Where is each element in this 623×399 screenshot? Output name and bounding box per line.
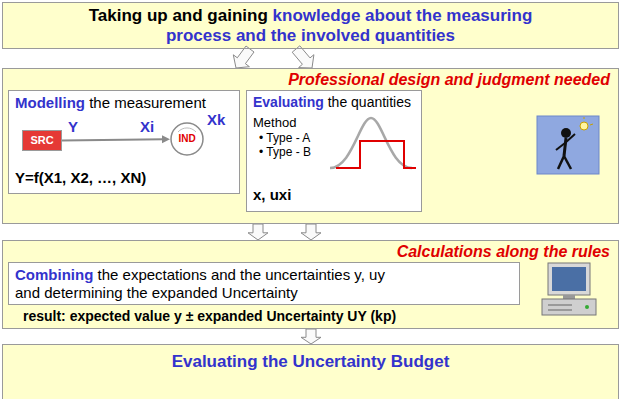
node-heading: Modelling bbox=[15, 94, 85, 111]
node-heading: SRC bbox=[23, 134, 61, 147]
variable-label: Xi bbox=[140, 118, 154, 135]
node-fill bbox=[8, 262, 520, 305]
process-band: Calculations along the rules result: expe… bbox=[2, 240, 619, 329]
node-fill bbox=[246, 90, 422, 212]
block-arrow bbox=[248, 224, 268, 240]
source-block: SRC bbox=[22, 130, 62, 151]
bell-curve bbox=[330, 118, 412, 168]
node-heading: Professional design and judgment needed bbox=[11, 70, 610, 89]
thinking-figure-icon bbox=[537, 116, 599, 174]
process-box: Modellingthe measurementY=f(X1, X2, …, X… bbox=[8, 90, 240, 194]
label-anchor: Xi bbox=[140, 118, 154, 136]
node-text: x, uxi bbox=[253, 186, 415, 204]
node-fill bbox=[2, 240, 619, 329]
block-arrow bbox=[301, 329, 321, 344]
node-heading: Combining bbox=[15, 266, 93, 283]
indicator-dial: IND bbox=[170, 122, 204, 156]
node-heading: Evaluating the Uncertainty Budget bbox=[11, 352, 610, 372]
process-band: Taking up and gainingknowledge about the… bbox=[2, 2, 619, 49]
process-box: Evaluatingthe quantitiesMethod• Type - A… bbox=[246, 90, 422, 212]
label-anchor: Xk bbox=[207, 111, 225, 129]
node-heading: Taking up and gaining bbox=[89, 6, 268, 25]
signal-arrow bbox=[62, 135, 170, 143]
variable-label: Y bbox=[68, 118, 78, 135]
node-text: Y=f(X1, X2, …, XN) bbox=[15, 169, 233, 187]
node-fill bbox=[22, 130, 62, 151]
block-arrow bbox=[292, 46, 314, 68]
node-fill bbox=[2, 2, 619, 49]
process-box: Combiningthe expectations and the uncert… bbox=[8, 262, 520, 305]
node-text: the quantities bbox=[328, 94, 411, 110]
node-heading: Evaluating bbox=[253, 94, 324, 110]
block-arrow bbox=[233, 46, 254, 68]
node-fill bbox=[8, 90, 240, 194]
node-text: • Type - B bbox=[259, 145, 415, 159]
node-text: • Type - A bbox=[259, 131, 415, 145]
node-text: the measurement bbox=[89, 94, 206, 111]
node-heading: Calculations along the rules bbox=[11, 242, 610, 261]
node-fill bbox=[2, 344, 619, 399]
block-arrow bbox=[301, 224, 321, 240]
node-fill bbox=[2, 68, 619, 224]
variable-label: Xk bbox=[207, 111, 225, 128]
node-text: result: expected value y ± expanded Unce… bbox=[23, 308, 610, 325]
process-band: Evaluating the Uncertainty Budget bbox=[2, 344, 619, 399]
computer-icon bbox=[542, 263, 596, 315]
rectangular-distribution bbox=[336, 141, 416, 168]
process-band: Professional design and judgment neededM… bbox=[2, 68, 619, 224]
node-heading: IND bbox=[170, 133, 204, 145]
label-anchor: Y bbox=[68, 118, 78, 136]
node-text: Method bbox=[253, 115, 415, 131]
